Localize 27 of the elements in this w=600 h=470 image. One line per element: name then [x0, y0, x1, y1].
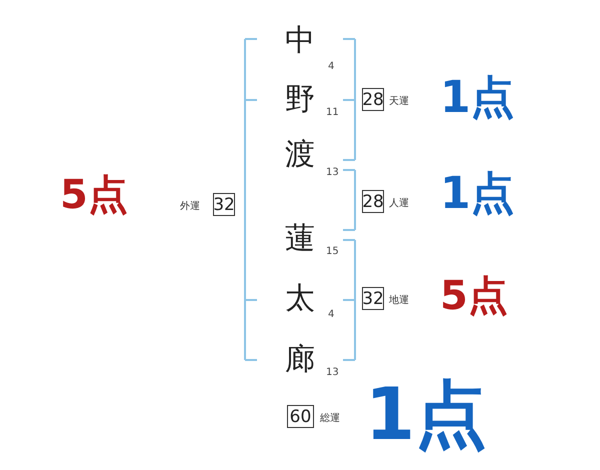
stroke-count: 11: [326, 108, 339, 118]
score: 5点: [60, 175, 128, 215]
fortune-label: 人運: [389, 196, 409, 210]
score: 1点: [440, 172, 515, 216]
stroke-count: 15: [326, 247, 339, 257]
number-box: 32: [213, 193, 235, 216]
number-box: 60: [287, 405, 314, 428]
name-character: 野: [285, 85, 315, 115]
stroke-count: 4: [328, 310, 334, 320]
name-character: 廊: [285, 345, 315, 375]
score: 1点: [365, 378, 488, 450]
stroke-count: 13: [326, 168, 339, 178]
score: 5点: [440, 276, 508, 316]
stroke-count: 4: [328, 62, 334, 72]
stroke-count: 13: [326, 368, 339, 378]
number-box: 28: [362, 190, 384, 213]
number-box: 28: [362, 88, 384, 111]
name-character: 中: [285, 26, 315, 56]
name-character: 蓮: [285, 224, 315, 254]
fortune-label: 外運: [180, 200, 200, 212]
fortune-label: 総運: [320, 412, 340, 424]
fortune-label: 地運: [389, 294, 409, 306]
fortune-label: 天運: [389, 94, 409, 108]
name-character: 太: [285, 284, 315, 314]
name-character: 渡: [285, 140, 315, 170]
number-box: 32: [362, 287, 384, 310]
score: 1点: [440, 76, 515, 120]
